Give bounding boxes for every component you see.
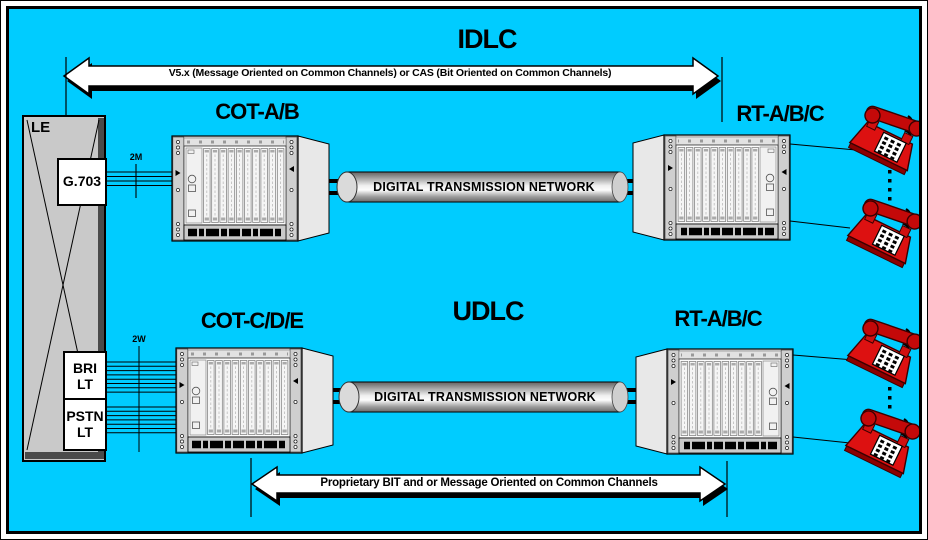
telephone-icon (844, 189, 928, 270)
subscriber-lines (789, 143, 857, 444)
cot-udlc-label: COT-C/D/E (200, 308, 304, 333)
idlc-network-label: DIGITAL TRANSMISSION NETWORK (373, 180, 595, 194)
telephone-icon (842, 399, 927, 480)
udlc-arrow-label: Proprietary BIT and or Message Oriented … (320, 477, 658, 489)
telephone-icon (844, 309, 928, 390)
two-wire-interface-label: 2W (132, 334, 146, 344)
udlc-network-label: DIGITAL TRANSMISSION NETWORK (374, 390, 596, 404)
rt-udlc-label: RT-A/B/C (674, 306, 762, 331)
local-exchange-label: LE (31, 119, 51, 136)
bri-lt-box: BRI LT (63, 351, 107, 402)
cot-idlc-shelf (172, 136, 329, 241)
idlc-title: IDLC (457, 24, 518, 54)
e1-links (103, 164, 173, 198)
rt-udlc-shelf (636, 349, 793, 454)
pstn-lt-label: PSTN LT (66, 407, 104, 440)
udlc-signalling-arrow (250, 465, 728, 506)
rt-idlc-label: RT-A/B/C (736, 101, 824, 126)
transmission-stubs (327, 179, 638, 404)
g703-label: G.703 (62, 173, 102, 190)
g703-interface-box: G.703 (57, 158, 107, 206)
pstn-lt-box: PSTN LT (63, 398, 107, 451)
cot-idlc-label: COT-A/B (215, 99, 299, 124)
bri-lt-label: BRI LT (72, 359, 98, 392)
udlc-title: UDLC (452, 296, 525, 326)
cot-udlc-shelf (176, 348, 333, 453)
two-wire-links (103, 346, 177, 452)
rt-idlc-shelf (633, 135, 790, 240)
idlc-arrow-label: V5.x (Message Oriented on Common Channel… (168, 67, 612, 79)
e1-interface-label: 2M (129, 152, 143, 162)
idlc-signalling-arrow (62, 56, 721, 99)
udlc-network-cylinder (338, 381, 629, 413)
idlc-network-cylinder (336, 171, 629, 203)
